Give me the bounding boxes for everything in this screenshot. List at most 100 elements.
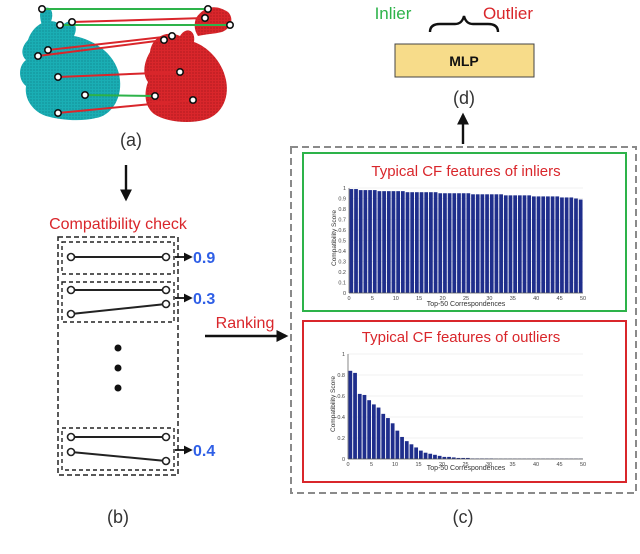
bar [410,192,415,293]
bar [452,193,457,293]
y-tick-label: 0.8 [337,373,345,379]
bar [503,195,508,293]
bar [367,400,372,459]
caption-a: (a) [120,130,142,150]
mlp-label: MLP [449,53,479,69]
bar [357,393,362,459]
inlier-chart-ylabel: Compatibility Score [331,210,338,266]
bar [456,457,461,459]
pair-box-3 [61,427,175,471]
bar [400,436,404,459]
bar [451,457,456,459]
correspondence-points [33,5,235,118]
x-tick-label: 5 [371,296,374,302]
panel-c: (c) Typical CF features of inliers 00.10… [290,146,637,527]
bar [404,441,409,459]
bar [550,196,555,293]
bar [480,194,485,293]
bar [531,196,536,293]
bar [527,195,532,293]
y-tick-label: 1 [343,186,346,192]
y-tick-label: 0.4 [338,249,346,255]
bar [494,194,499,293]
bar [368,190,372,293]
x-tick-label: 10 [392,462,398,468]
bar [517,195,522,293]
bar [433,192,438,293]
bar [358,190,363,293]
bar [443,193,447,293]
panel-a: (a) [20,5,235,150]
bar [541,196,546,293]
caption-c: (c) [453,507,474,527]
pair-box-1 [61,241,175,275]
outlier-chart-frame [302,320,627,483]
bar [414,447,419,459]
bar [546,196,550,293]
brace [428,15,500,33]
outlier-chart-title: Typical CF features of outliers [362,329,560,346]
bar [405,192,410,293]
y-tick-label: 0.5 [338,239,346,245]
pair-box-2 [61,281,175,323]
y-tick-label: 0.3 [338,260,346,266]
outer-dashed-box [57,236,179,476]
inlier-chart: Typical CF features of inliers 00.10.20.… [331,163,586,308]
y-tick-label: 0 [342,457,345,463]
bar [461,457,466,459]
bar [362,394,367,459]
y-tick-label: 0.6 [337,394,345,400]
correspondence-lines [37,8,230,114]
score-1: 0.9 [193,250,215,267]
bar [513,195,518,293]
x-tick-label: 50 [580,462,586,468]
panel-b: Compatibility check 0.9 [49,216,215,527]
bar [371,404,376,459]
x-tick-label: 0 [346,462,349,468]
bar [376,407,381,459]
outlier-chart-ylabel: Compatibility Score [330,376,337,432]
x-tick-label: 0 [347,296,350,302]
y-tick-label: 0.9 [338,197,346,203]
bar [348,370,353,459]
bar [447,456,451,459]
x-tick-label: 45 [557,296,563,302]
bar [419,192,424,293]
bar [574,198,578,293]
x-tick-label: 15 [415,462,421,468]
bar [381,413,386,459]
x-tick-label: 10 [393,296,399,302]
outlier-chart-xlabel: Top-50 Correspondences [427,465,506,472]
y-tick-label: 0.6 [338,228,346,234]
bar [428,453,433,459]
compatibility-check-title: Compatibility check [49,216,188,233]
bar [349,189,354,293]
bar [382,191,386,293]
bar [569,197,574,293]
bar [466,193,471,293]
bar [391,191,396,293]
x-tick-label: 25 [462,462,468,468]
y-tick-label: 0.2 [337,436,345,442]
bar [423,452,428,459]
bar [390,423,395,459]
score-3: 0.4 [193,443,215,460]
score-2: 0.3 [193,291,215,308]
bar [418,450,423,459]
x-tick-label: 5 [370,462,373,468]
caption-d: (d) [453,88,475,108]
bar [536,196,541,293]
bar [457,193,461,293]
y-tick-label: 0 [343,291,346,297]
y-tick-label: 0.4 [337,415,345,421]
bar [485,194,489,293]
y-tick-label: 0.8 [338,207,346,213]
bar [564,197,569,293]
bar [461,193,466,293]
bar [508,195,513,293]
x-tick-label: 15 [416,296,422,302]
bar [396,191,401,293]
x-tick-label: 30 [486,462,492,468]
